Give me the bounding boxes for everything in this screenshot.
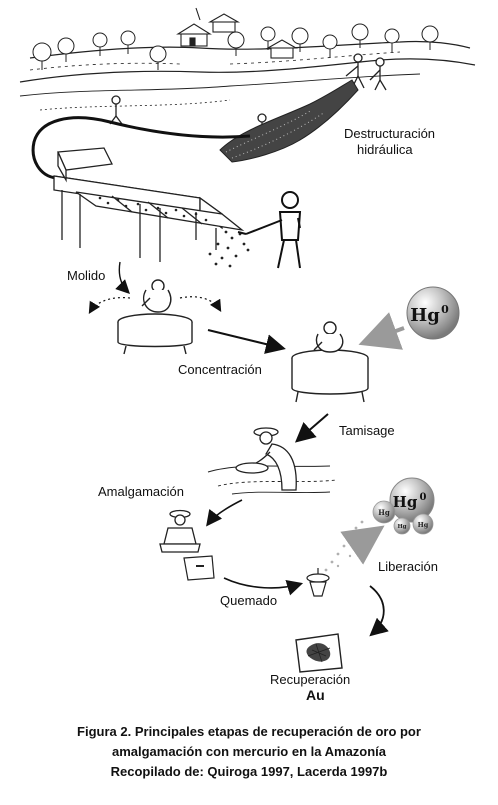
concentration-vessel: [291, 321, 369, 403]
label-tamisage: Tamisage: [339, 423, 395, 438]
small-mercury-2: Hg: [397, 524, 406, 530]
mill-vessel: [117, 279, 193, 355]
caption-line-1: Figura 2. Principales etapas de recupera…: [77, 724, 421, 739]
caption-line-2: amalgamación con mercurio en la Amazonía: [111, 744, 387, 759]
burner: [306, 568, 330, 597]
trees: [32, 23, 439, 70]
sluice-box: [53, 147, 245, 262]
arrow-to-tamisage: [294, 413, 329, 443]
amalgamation-worker: [159, 509, 201, 553]
label-hidraulica: hidráulica: [357, 142, 413, 157]
released-mercury-superscript: 0: [420, 492, 427, 503]
small-mercury-1: Hg: [378, 508, 390, 517]
vapour-dots: [324, 520, 368, 572]
excavated-pit: [219, 79, 359, 163]
label-quemado: Quemado: [220, 593, 278, 608]
tailings-spray: [208, 230, 250, 268]
label-amalgamacion: Amalgamación: [98, 484, 184, 499]
amalgam-cloth: [183, 555, 215, 581]
label-concentracion: Concentración: [178, 362, 262, 377]
huts: [176, 7, 299, 59]
label-liberacion: Liberación: [378, 559, 438, 574]
label-recuperacion: Recuperación: [270, 672, 351, 687]
panning-worker: [207, 427, 337, 495]
dotted-arrow-right: [179, 296, 222, 313]
released-mercury: Hg 0 Hg Hg Hg: [372, 477, 435, 535]
river-landscape: [19, 40, 476, 111]
released-mercury-symbol: Hg: [393, 493, 418, 511]
grey-arrow-mercury-in: [358, 312, 405, 350]
label-molido: Molido: [67, 268, 106, 283]
mercury-sphere: Hg 0: [406, 286, 460, 340]
arrow-to-concentration: [207, 329, 286, 354]
arrow-to-amalgamation: [206, 499, 243, 527]
water-hose: [31, 116, 251, 180]
gold-cloth: [295, 633, 343, 673]
worker-with-rake: [237, 191, 302, 269]
arrow-to-burning: [223, 577, 304, 596]
dotted-arrow-left: [88, 297, 131, 315]
arrow-sluice-to-mill: [115, 261, 130, 294]
small-mercury-3: Hg: [418, 521, 429, 529]
caption-line-3: Recopilado de: Quiroga 1997, Lacerda 199…: [110, 764, 388, 779]
arrow-to-recovery: [369, 585, 389, 637]
mercury-superscript: 0: [441, 303, 449, 316]
label-au: Au: [306, 687, 325, 703]
label-destructuracion: Destructuración: [344, 126, 436, 141]
grey-arrow-mercury-release: [340, 525, 385, 565]
figure-caption: Figura 2. Principales etapas de recupera…: [0, 722, 498, 782]
mercury-symbol: Hg: [410, 305, 440, 326]
